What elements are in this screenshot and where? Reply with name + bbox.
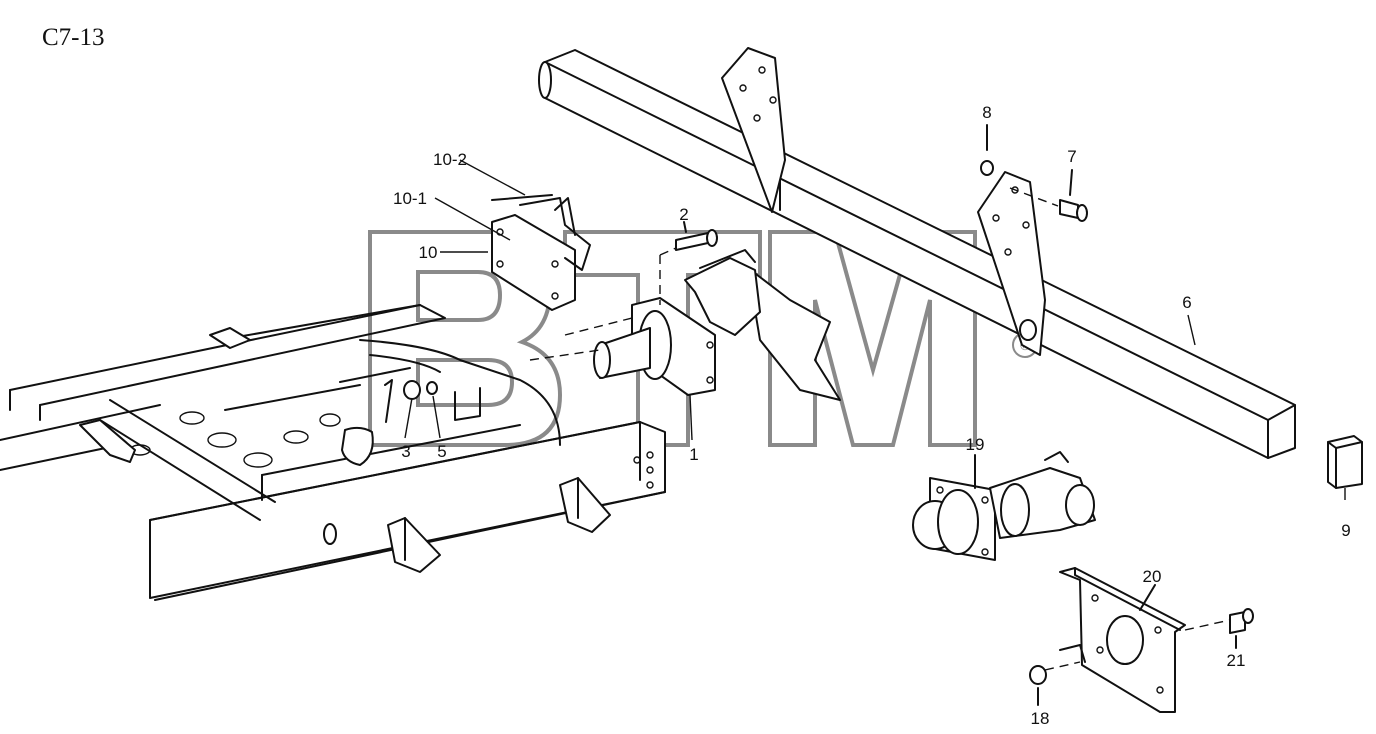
callout-19: 19 <box>966 435 985 454</box>
part-18-nut <box>1029 665 1047 706</box>
callout-6: 6 <box>1182 293 1191 312</box>
diagram-code: C7-13 <box>42 24 105 51</box>
part-2-bolt <box>675 221 718 251</box>
callout-10-1: 10-1 <box>393 189 427 208</box>
part-20-plate <box>1044 567 1231 713</box>
callout-7: 7 <box>1067 147 1076 166</box>
callout-18: 18 <box>1031 709 1050 728</box>
part-10-plate <box>491 194 591 311</box>
part-1-coupling <box>529 247 841 401</box>
callout-3: 3 <box>401 442 410 461</box>
beam-bracket-upper <box>721 47 786 213</box>
callout-2: 2 <box>679 205 688 224</box>
callout-10: 10 <box>419 243 438 262</box>
part-19-coupling <box>912 451 1096 561</box>
part-21-bolt <box>1229 608 1254 649</box>
callout-8: 8 <box>982 103 991 122</box>
part-8-nut <box>980 124 994 176</box>
callout-21: 21 <box>1227 651 1246 670</box>
part-9-block <box>1327 435 1363 489</box>
callout-labels: 2 3 5 1 6 7 8 9 10 10-1 10-2 18 19 20 21 <box>393 103 1351 728</box>
crossbeam <box>538 49 1296 459</box>
beam-bracket-lower <box>977 171 1046 356</box>
part-7-bolt <box>1009 169 1088 222</box>
callout-9: 9 <box>1341 521 1350 540</box>
callout-20: 20 <box>1143 567 1162 586</box>
callout-5: 5 <box>437 442 446 461</box>
callout-1: 1 <box>689 445 698 464</box>
callout-10-2: 10-2 <box>433 150 467 169</box>
chassis-frame <box>0 304 666 601</box>
leader-lines <box>404 159 1346 500</box>
